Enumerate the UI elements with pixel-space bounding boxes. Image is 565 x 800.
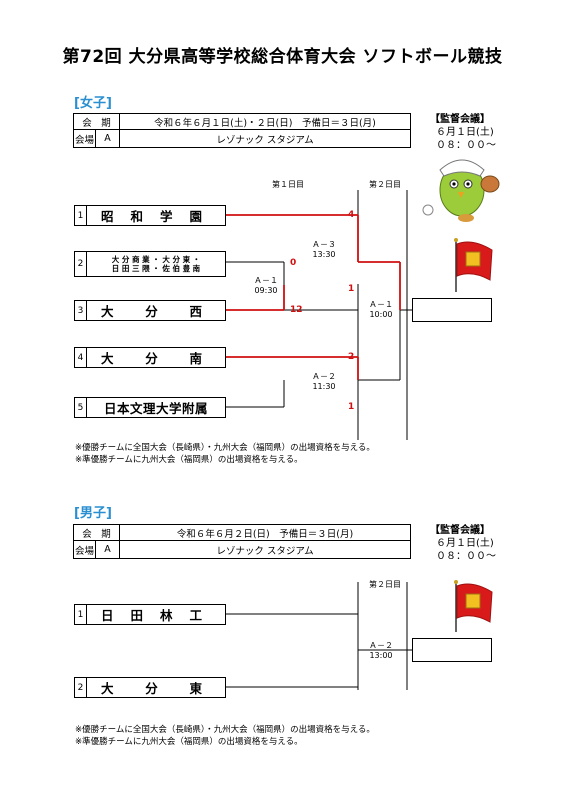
round1-label: 第１日目 (272, 180, 304, 189)
team-3: 3 大分西 (74, 300, 226, 321)
team-5: 5 日本文理大学附属 (74, 397, 226, 418)
round2-label: 第２日目 (369, 180, 401, 189)
champion-box-women (412, 298, 492, 322)
score-team4: 2 (348, 352, 355, 362)
women-meeting: 【監督会議】 ６月１日(土) ０８：００〜 (430, 114, 496, 151)
game-final-men: Ａ－２ 13:00 (369, 641, 393, 660)
venue-value: レゾナック スタジアム (119, 540, 411, 559)
men-info-table: 会 期 令和６年６月２日(日) 予備日＝３日(月) 会場 A レゾナック スタジ… (73, 524, 411, 559)
game-a1-first: Ａ－１ 09:30 (254, 276, 278, 295)
team-1: 1 昭和学園 (74, 205, 226, 226)
score-team3: 12 (290, 305, 303, 315)
men-notes: ※優勝チームに全国大会（長崎県）・九州大会（福岡県）の出場資格を与える。 ※準優… (75, 725, 375, 747)
men-team-2: 2 大分東 (74, 677, 226, 698)
champion-box-men (412, 638, 492, 662)
section-women: [女子] (74, 96, 112, 111)
page-title: 第72回 大分県高等学校総合体育大会 ソフトボール競技 (62, 47, 503, 67)
score-team5: 1 (348, 402, 355, 412)
score-team2: 0 (290, 258, 297, 268)
women-info-table: 会 期 令和６年６月１日(土)・２日(日) 予備日＝３日(月) 会場 A レゾナ… (73, 113, 411, 148)
women-notes: ※優勝チームに全国大会（長崎県）・九州大会（福岡県）の出場資格を与える。 ※準優… (75, 443, 375, 465)
game-a2: Ａ－２ 11:30 (312, 372, 336, 391)
score-team1: 4 (348, 210, 355, 220)
venue-value: レゾナック スタジアム (119, 129, 411, 148)
score-a1-winner: 1 (348, 284, 355, 294)
round2-label-men: 第２日目 (369, 580, 401, 589)
team-2: 2 大 分 商 業 ・ 大 分 東 ・ 日 田 三 隈 ・ 佐 伯 豊 南 (74, 251, 226, 277)
game-a3: Ａ－３ 13:30 (312, 240, 336, 259)
game-final-women: Ａ－１ 10:00 (369, 300, 393, 319)
team-4: 4 大分南 (74, 347, 226, 368)
men-meeting: 【監督会議】 ６月１日(土) ０８：００〜 (430, 525, 496, 562)
men-team-1: 1 日田林工 (74, 604, 226, 625)
venue-label: 会場 (73, 129, 96, 148)
section-men: [男子] (74, 506, 112, 521)
